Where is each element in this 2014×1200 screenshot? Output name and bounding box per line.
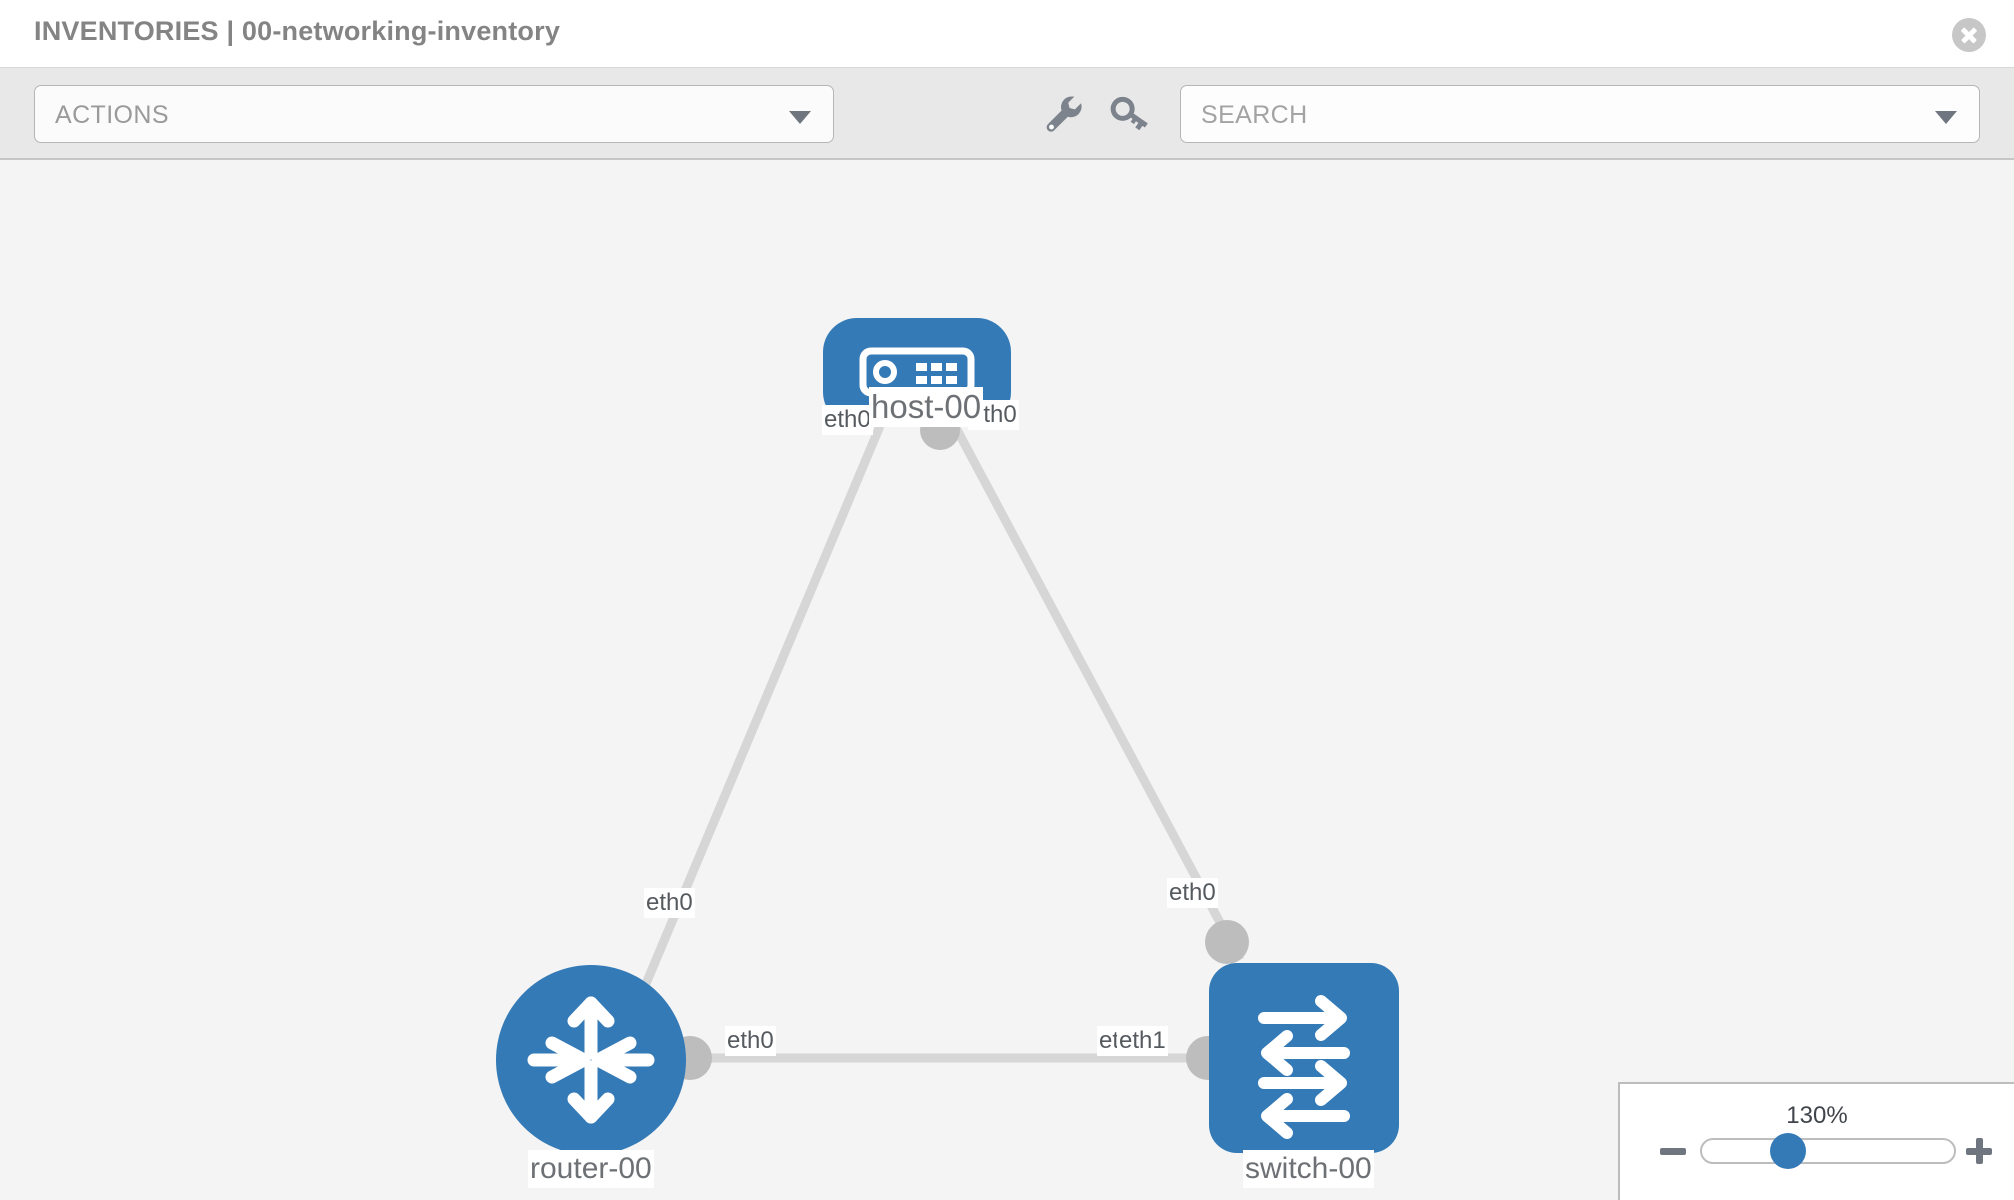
edge-host-switch[interactable] [951,423,1244,963]
edge-label-switch-eth0-up: eth0 [1167,878,1218,908]
wrench-icon[interactable] [1038,90,1086,138]
switch-arrows-icon [1258,995,1350,1139]
zoom-control-panel: 130% [1618,1082,2014,1200]
node-label-switch-00: switch-00 [1243,1150,1374,1188]
node-label-router-00: router-00 [528,1150,654,1188]
close-icon[interactable] [1952,18,1986,52]
key-icon[interactable] [1106,90,1154,138]
node-label-host-00: host-00 [869,387,984,427]
node-switch-00[interactable] [1209,963,1399,1153]
topology-toolbar: ACTIONS SEARCH [0,68,2014,160]
zoom-slider-thumb[interactable] [1770,1133,1806,1169]
page-header: INVENTORIES | 00-networking-inventory [0,0,2014,68]
plus-icon[interactable] [1964,1136,1994,1166]
edge-label-router-eth0-right: eth0 [725,1026,776,1056]
edge-label-host-eth0-left: eth0 [822,405,873,435]
search-input[interactable]: SEARCH [1180,85,1980,143]
search-placeholder: SEARCH [1201,101,1308,129]
zoom-level-label: 130% [1786,1102,1848,1129]
actions-dropdown-label: ACTIONS [55,101,169,129]
edge-label-switch-eth1: eth1 [1117,1026,1168,1056]
plus-icon-vertical [1976,1138,1983,1164]
topology-edges [635,423,1244,1063]
actions-dropdown[interactable]: ACTIONS [34,85,834,143]
zoom-slider-track[interactable] [1700,1138,1956,1164]
edge-label-router-eth0-up: eth0 [644,888,695,918]
node-router-00[interactable] [496,965,686,1155]
chevron-down-icon [789,111,811,124]
page-title: INVENTORIES | 00-networking-inventory [34,16,561,46]
chevron-down-icon [1935,111,1957,124]
router-arrows-icon [527,996,655,1124]
topology-canvas[interactable]: eth0 eth0 eth0 eth0 eth0 eth eth1 host-0… [0,160,2014,1200]
minus-icon[interactable] [1660,1148,1686,1155]
port-switch-top[interactable] [1205,920,1249,964]
